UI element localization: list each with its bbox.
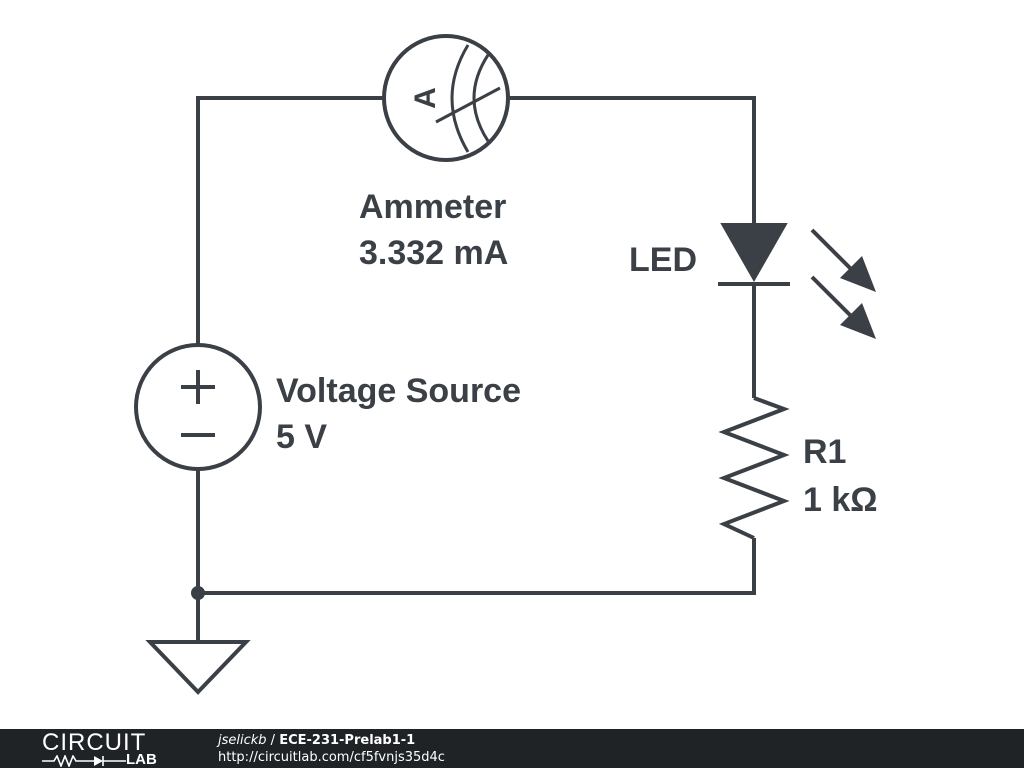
plus-sign [181, 370, 215, 404]
wire-bottom [196, 470, 756, 595]
junction-dot [191, 586, 205, 600]
light-emission-arrows [810, 228, 876, 339]
wire-top-right [508, 96, 756, 224]
ammeter-value-label: 3.332 mA [359, 234, 508, 272]
resistor-name-label: R1 [803, 433, 846, 471]
brand-text-top: CIRCUIT [42, 729, 147, 756]
ammeter-symbol: A [409, 87, 442, 109]
circuit-url-link[interactable]: http://circuitlab.com/cf5fvnjs35d4c [218, 750, 445, 765]
circuit-title-line: jselickb / ECE-231-Prelab1-1 [218, 732, 445, 749]
footer-bar: CIRCUIT LAB jselickb / ECE-231-Prelab1-1… [0, 729, 1024, 768]
wire-top-left [196, 96, 384, 345]
ammeter-name-label: Ammeter [359, 188, 506, 226]
voltage-source-value-label: 5 V [276, 418, 327, 456]
resistor-diode-logo-icon [42, 755, 126, 767]
resistor [718, 396, 790, 540]
ground-icon [145, 640, 251, 695]
ammeter: A [382, 34, 510, 162]
project-name-link[interactable]: ECE-231-Prelab1-1 [279, 733, 416, 748]
brand-text-bottom: LAB [126, 751, 157, 768]
circuitlab-logo[interactable]: CIRCUIT LAB [40, 729, 180, 768]
voltage-source-name-label: Voltage Source [276, 372, 521, 410]
circuit-meta: jselickb / ECE-231-Prelab1-1 http://circ… [218, 732, 445, 766]
author-link[interactable]: jselickb [218, 733, 267, 748]
title-separator: / [266, 733, 280, 748]
resistor-value-label: 1 kΩ [803, 481, 878, 519]
led [718, 223, 876, 339]
voltage-source [134, 343, 262, 471]
led-label: LED [629, 241, 697, 279]
